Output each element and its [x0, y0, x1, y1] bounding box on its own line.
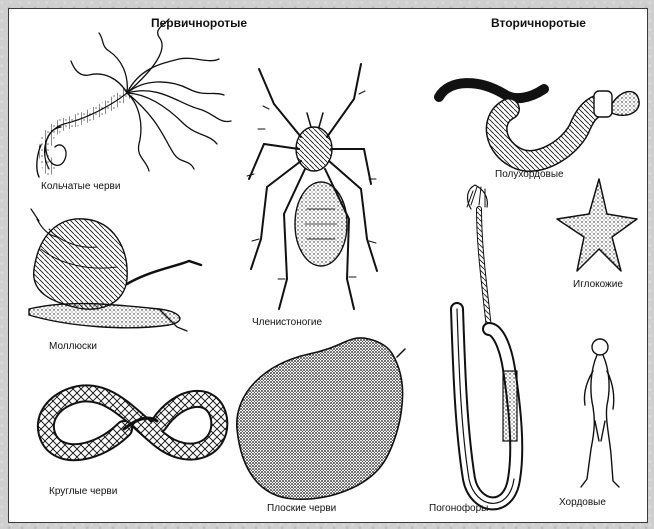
hemichordate-drawing — [439, 83, 639, 161]
illustration-panel: Первичноротые Вторичноротые Кольчатые че… — [8, 8, 648, 523]
illustration-art — [9, 9, 647, 522]
label-echinoderms: Иглокожие — [573, 279, 623, 290]
echinoderm-drawing — [557, 179, 637, 271]
chordate-drawing — [581, 339, 619, 487]
heading-protostomes: Первичноротые — [151, 16, 247, 30]
label-chordates: Хордовые — [559, 497, 606, 508]
mollusc-drawing — [29, 209, 201, 331]
label-molluscs: Моллюски — [49, 341, 97, 352]
label-annelids: Кольчатые черви — [41, 181, 120, 192]
label-flatworms: Плоские черви — [267, 503, 336, 514]
heading-deuterostomes: Вторичноротые — [491, 16, 586, 30]
arthropod-drawing — [247, 64, 377, 309]
label-arthropods: Членистоногие — [252, 317, 322, 328]
annelid-drawing — [37, 19, 231, 177]
roundworm-drawing — [46, 393, 219, 452]
flatworm-drawing — [237, 338, 405, 499]
label-hemichordates: Полухордовые — [495, 169, 564, 180]
pogonophore-drawing — [457, 185, 517, 503]
label-pogonophores: Погонофоры — [429, 503, 488, 514]
label-roundworms: Круглые черви — [49, 486, 117, 497]
